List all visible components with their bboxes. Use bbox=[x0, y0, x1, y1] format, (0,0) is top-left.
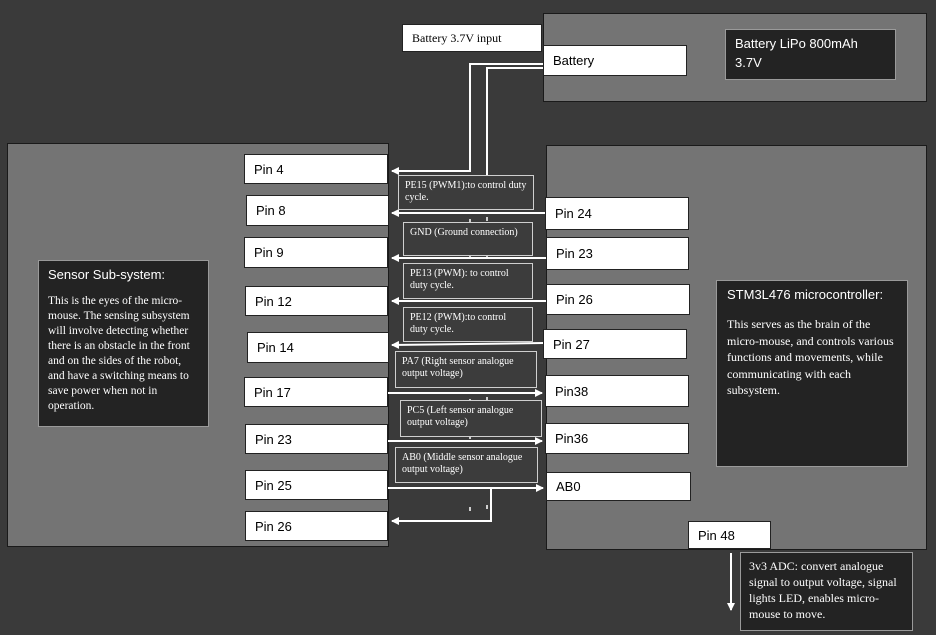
mcu-pin-26: Pin 26 bbox=[546, 284, 690, 315]
mcu-pin-24: Pin 24 bbox=[545, 197, 689, 230]
sensor-pin-8: Pin 8 bbox=[246, 195, 389, 226]
sensor-title: Sensor Sub-system: bbox=[48, 267, 166, 282]
sensor-description: This is the eyes of the micro-mouse. The… bbox=[48, 295, 190, 412]
signal-ab0-label: AB0 (Middle sensor analogue output volta… bbox=[395, 447, 538, 483]
sensor-pin-9: Pin 9 bbox=[244, 237, 388, 268]
battery-pin: Battery bbox=[543, 45, 687, 76]
battery-description: Battery LiPo 800mAh 3.7V bbox=[725, 29, 896, 80]
mcu-pin-38: Pin38 bbox=[545, 375, 689, 407]
mcu-pin-27: Pin 27 bbox=[543, 329, 687, 359]
signal-pe15-label: PE15 (PWM1):to control duty cycle. bbox=[398, 175, 534, 210]
mcu-pin-36: Pin36 bbox=[545, 423, 689, 454]
adc-pin-48: Pin 48 bbox=[688, 521, 771, 549]
battery-input-label: Battery 3.7V input bbox=[402, 24, 542, 52]
adc-description-box: 3v3 ADC: convert analogue signal to outp… bbox=[740, 552, 913, 631]
sensor-pin-25: Pin 25 bbox=[245, 470, 388, 500]
mcu-description: This serves as the brain of the micro-mo… bbox=[727, 317, 894, 397]
signal-pc5-label: PC5 (Left sensor analogue output voltage… bbox=[400, 400, 542, 437]
sensor-pin-23: Pin 23 bbox=[245, 424, 388, 454]
mcu-description-box: STM3L476 microcontroller: This serves as… bbox=[716, 280, 908, 467]
sensor-pin-4: Pin 4 bbox=[244, 154, 388, 184]
sensor-pin-12: Pin 12 bbox=[245, 286, 388, 316]
mcu-pin-23: Pin 23 bbox=[546, 237, 689, 270]
mcu-pin-ab0: AB0 bbox=[546, 472, 691, 501]
battery-bus-wire bbox=[486, 67, 543, 181]
battery-input-text: Battery 3.7V input bbox=[412, 30, 502, 45]
ab0-to-pin26-wire bbox=[391, 488, 492, 525]
signal-pe12-label: PE12 (PWM):to control duty cycle. bbox=[403, 307, 533, 342]
signal-gnd-label: GND (Ground connection) bbox=[403, 222, 533, 256]
battery-to-pin4-wire bbox=[391, 63, 543, 175]
sensor-description-box: Sensor Sub-system: This is the eyes of t… bbox=[38, 260, 209, 427]
sensor-pin-14: Pin 14 bbox=[247, 332, 389, 363]
sensor-pin-17: Pin 17 bbox=[244, 377, 388, 407]
mcu-title: STM3L476 microcontroller: bbox=[727, 287, 884, 302]
sensor-pin-26: Pin 26 bbox=[245, 511, 388, 541]
pe12-wire bbox=[391, 340, 544, 349]
signal-pa7-label: PA7 (Right sensor analogue output voltag… bbox=[395, 351, 537, 388]
signal-pe13-label: PE13 (PWM): to control duty cycle. bbox=[403, 263, 533, 299]
